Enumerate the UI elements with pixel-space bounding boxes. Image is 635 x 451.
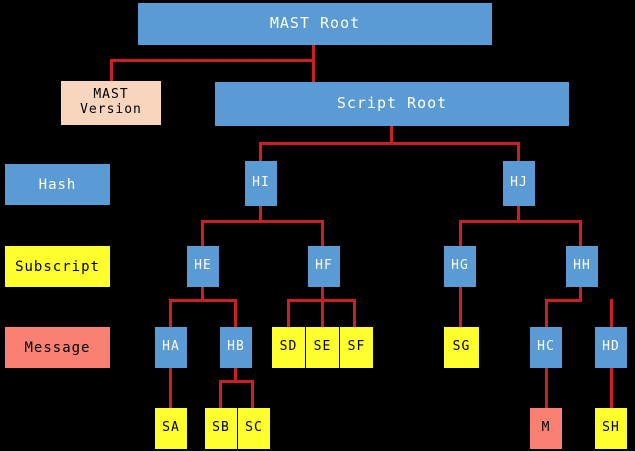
edge-to-hf xyxy=(321,220,324,247)
node-mast-root: MAST Root xyxy=(138,3,492,45)
node-hi: HI xyxy=(245,161,277,206)
edge-hb-trunk xyxy=(234,368,237,382)
edge-to-sb xyxy=(219,380,222,409)
node-hg: HG xyxy=(444,246,476,287)
node-label-hg: HG xyxy=(451,258,469,274)
node-sh: SH xyxy=(595,408,627,449)
node-label-hf: HF xyxy=(315,258,333,274)
edge-to-hh xyxy=(579,220,582,247)
edge-script-root-trunk xyxy=(390,126,393,144)
node-label-mast-version-line1: MAST xyxy=(93,87,129,103)
node-label-ha: HA xyxy=(162,339,180,355)
edge-to-sf xyxy=(353,299,356,328)
node-hd: HD xyxy=(595,327,627,368)
node-hh: HH xyxy=(566,246,598,287)
node-label-he: HE xyxy=(194,258,212,274)
edge-he-trunk xyxy=(201,287,204,301)
node-sd: SD xyxy=(272,327,305,368)
node-label-hh: HH xyxy=(573,258,591,274)
legend-item-message: Message xyxy=(5,327,110,368)
node-label-m: M xyxy=(541,420,551,436)
edge-to-ha xyxy=(169,299,172,328)
edge-to-hc xyxy=(545,299,548,328)
node-label-sg: SG xyxy=(452,339,471,355)
node-label-sa: SA xyxy=(162,420,180,436)
legend-item-hash: Hash xyxy=(5,164,110,205)
node-script-root: Script Root xyxy=(215,82,569,126)
node-label-sb: SB xyxy=(212,420,230,436)
edge-hf-trunk xyxy=(321,287,324,301)
node-sf: SF xyxy=(340,327,373,368)
edge-to-mast-version xyxy=(110,59,113,82)
edge-hi-bus xyxy=(201,220,324,223)
node-sa: SA xyxy=(155,408,187,449)
node-sg: SG xyxy=(444,327,479,368)
edge-hb-bus xyxy=(219,380,254,383)
node-label-sc: SC xyxy=(245,420,263,436)
edge-to-he xyxy=(201,220,204,247)
edge-he-bus xyxy=(169,299,236,302)
node-hb: HB xyxy=(220,327,252,368)
node-label-sd: SD xyxy=(279,339,298,355)
edge-to-sg xyxy=(459,287,462,328)
node-label-mast-root: MAST Root xyxy=(269,14,361,33)
edge-to-hd xyxy=(610,299,613,328)
legend-label-subscript: Subscript xyxy=(15,258,100,275)
node-label-sh: SH xyxy=(602,420,620,436)
node-hj: HJ xyxy=(503,161,535,206)
edge-to-script-root xyxy=(312,59,315,82)
edge-to-sa xyxy=(169,368,172,409)
edge-to-hi xyxy=(259,142,262,162)
node-hf: HF xyxy=(308,246,340,287)
edge-to-sd xyxy=(287,299,290,328)
edge-to-se xyxy=(321,299,324,328)
node-mast-version: MAST Version xyxy=(61,81,161,125)
edge-script-root-bus xyxy=(259,142,520,145)
node-se: SE xyxy=(306,327,339,368)
node-he: HE xyxy=(187,246,219,287)
edge-to-hb xyxy=(234,299,237,328)
node-label-hc: HC xyxy=(537,339,555,355)
edge-hi-trunk xyxy=(259,206,262,222)
node-label-script-root: Script Root xyxy=(336,94,448,113)
legend-item-subscript: Subscript xyxy=(5,246,110,287)
legend-label-message: Message xyxy=(24,339,91,356)
edge-mast-root-trunk xyxy=(312,45,315,61)
node-label-hb: HB xyxy=(227,339,245,355)
node-sb: SB xyxy=(205,408,237,449)
edge-to-sh xyxy=(610,368,613,409)
edge-to-sc xyxy=(251,380,254,409)
edge-mast-root-bus xyxy=(110,59,315,62)
node-ha: HA xyxy=(155,327,187,368)
node-hc: HC xyxy=(530,327,562,368)
node-label-hi: HI xyxy=(252,175,270,191)
node-label-hj: HJ xyxy=(510,175,528,191)
edge-to-hj xyxy=(517,142,520,162)
edge-hh-bus xyxy=(545,299,582,302)
node-label-hd: HD xyxy=(602,339,620,355)
edge-hj-trunk xyxy=(517,206,520,222)
node-m: M xyxy=(530,408,562,449)
node-label-mast-version-line2: Version xyxy=(80,102,142,117)
edge-to-m xyxy=(545,368,548,409)
node-label-sf: SF xyxy=(347,339,366,355)
legend-label-hash: Hash xyxy=(38,176,77,193)
node-sc: SC xyxy=(238,408,270,449)
edge-hh-trunk xyxy=(579,287,582,301)
node-label-se: SE xyxy=(313,339,332,355)
edge-to-hg xyxy=(459,220,462,247)
edge-hj-bus xyxy=(459,220,582,223)
